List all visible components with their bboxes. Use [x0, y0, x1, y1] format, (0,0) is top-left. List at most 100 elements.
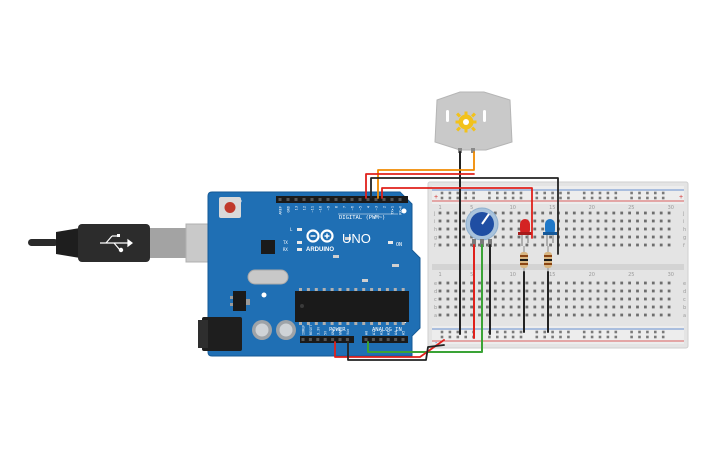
breadboard-hole[interactable] [462, 235, 466, 239]
breadboard-hole[interactable] [549, 305, 552, 309]
power-pin-hole[interactable] [323, 338, 327, 341]
breadboard-hole[interactable] [604, 281, 608, 285]
breadboard-hole[interactable] [628, 281, 631, 285]
rail-hole[interactable] [614, 335, 618, 339]
rail-hole[interactable] [582, 330, 586, 334]
breadboard-hole[interactable] [636, 235, 639, 239]
breadboard-hole[interactable] [588, 235, 592, 239]
breadboard-hole[interactable] [470, 305, 473, 309]
breadboard-hole[interactable] [596, 211, 600, 215]
rail-hole[interactable] [551, 330, 554, 334]
breadboard-hole[interactable] [509, 313, 513, 317]
breadboard-hole[interactable] [628, 219, 631, 223]
breadboard-hole[interactable] [454, 219, 458, 223]
rail-hole[interactable] [590, 196, 594, 200]
rail-hole[interactable] [646, 196, 649, 200]
breadboard-hole[interactable] [462, 211, 466, 215]
breadboard-hole[interactable] [470, 281, 473, 285]
power-header[interactable] [300, 336, 354, 343]
breadboard-hole[interactable] [462, 305, 466, 309]
breadboard-hole[interactable] [462, 297, 466, 301]
breadboard-hole[interactable] [659, 227, 663, 231]
breadboard-hole[interactable] [628, 243, 631, 247]
digital-pin-hole[interactable] [302, 198, 306, 201]
breadboard-hole[interactable] [486, 289, 489, 293]
rail-hole[interactable] [464, 196, 467, 200]
breadboard-hole[interactable] [644, 243, 647, 247]
breadboard-hole[interactable] [565, 235, 568, 239]
digital-pin-hole[interactable] [294, 198, 298, 201]
breadboard-hole[interactable] [628, 227, 631, 231]
breadboard-hole[interactable] [470, 313, 473, 317]
breadboard-hole[interactable] [454, 235, 458, 239]
rail-hole[interactable] [654, 335, 657, 339]
breadboard-hole[interactable] [557, 281, 560, 285]
breadboard-hole[interactable] [446, 243, 450, 247]
breadboard-hole[interactable] [533, 297, 537, 301]
wires[interactable] [334, 151, 559, 361]
breadboard-hole[interactable] [454, 243, 458, 247]
breadboard-hole[interactable] [541, 305, 545, 309]
breadboard-hole[interactable] [644, 219, 647, 223]
rail-hole[interactable] [638, 335, 641, 339]
breadboard-hole[interactable] [651, 313, 655, 317]
digital-pin-hole[interactable] [278, 198, 282, 201]
power-pin-hole[interactable] [316, 338, 320, 341]
rail-hole[interactable] [638, 330, 641, 334]
rail-hole[interactable] [456, 191, 460, 195]
breadboard-hole[interactable] [580, 235, 584, 239]
rail-hole[interactable] [519, 196, 523, 200]
rail-hole[interactable] [630, 335, 633, 339]
breadboard-hole[interactable] [588, 289, 592, 293]
breadboard-hole[interactable] [644, 297, 647, 301]
breadboard-hole[interactable] [501, 219, 505, 223]
breadboard-hole[interactable] [525, 313, 529, 317]
breadboard-hole[interactable] [596, 243, 600, 247]
breadboard-hole[interactable] [509, 289, 513, 293]
power-jack[interactable] [202, 317, 242, 351]
breadboard-hole[interactable] [588, 211, 592, 215]
breadboard-hole[interactable] [438, 227, 442, 231]
breadboard-hole[interactable] [486, 243, 489, 247]
digital-pin-hole[interactable] [366, 198, 370, 201]
breadboard-hole[interactable] [446, 289, 450, 293]
analog-pin-hole[interactable] [379, 338, 383, 341]
breadboard-hole[interactable] [438, 219, 442, 223]
breadboard-hole[interactable] [572, 289, 576, 293]
rail-hole[interactable] [496, 330, 499, 334]
digital-pin-hole[interactable] [374, 198, 378, 201]
breadboard-hole[interactable] [501, 281, 505, 285]
breadboard-hole[interactable] [651, 297, 655, 301]
rail-hole[interactable] [614, 196, 618, 200]
rail-hole[interactable] [448, 330, 452, 334]
breadboard-hole[interactable] [446, 305, 450, 309]
breadboard-hole[interactable] [588, 227, 592, 231]
wire-green[interactable] [367, 244, 483, 353]
rail-hole[interactable] [496, 335, 499, 339]
rail-hole[interactable] [511, 335, 515, 339]
breadboard-hole[interactable] [628, 313, 631, 317]
breadboard-hole[interactable] [659, 305, 663, 309]
breadboard-hole[interactable] [517, 219, 521, 223]
rail-hole[interactable] [630, 330, 633, 334]
rail-hole[interactable] [598, 196, 602, 200]
analog-pin-hole[interactable] [364, 338, 368, 341]
breadboard-hole[interactable] [604, 289, 608, 293]
breadboard-hole[interactable] [565, 313, 568, 317]
breadboard-hole[interactable] [588, 313, 592, 317]
rail-hole[interactable] [440, 196, 444, 200]
breadboard-hole[interactable] [604, 235, 608, 239]
breadboard-hole[interactable] [462, 281, 466, 285]
rail-hole[interactable] [496, 196, 499, 200]
breadboard-hole[interactable] [667, 235, 671, 239]
rail-hole[interactable] [606, 330, 610, 334]
breadboard-hole[interactable] [667, 305, 671, 309]
breadboard-hole[interactable] [636, 227, 639, 231]
breadboard-hole[interactable] [438, 281, 442, 285]
breadboard-hole[interactable] [596, 281, 600, 285]
breadboard-hole[interactable] [517, 313, 521, 317]
rail-hole[interactable] [440, 335, 444, 339]
breadboard-hole[interactable] [493, 235, 497, 239]
breadboard-hole[interactable] [667, 297, 671, 301]
